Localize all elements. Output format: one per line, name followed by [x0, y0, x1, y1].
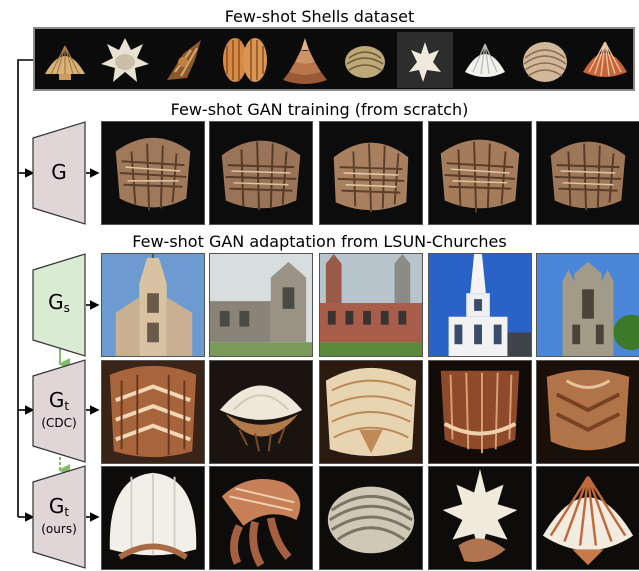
cdc-sample-4	[428, 360, 532, 464]
generator-gt-ours-letter: G	[49, 494, 65, 518]
source-image-2	[209, 253, 313, 357]
generator-gt-cdc-note: (CDC)	[33, 416, 85, 430]
cdc-sample-2	[209, 360, 313, 464]
source-image-1	[101, 253, 205, 357]
scratch-sample-3	[319, 121, 423, 225]
ours-sample-5	[536, 466, 639, 570]
generator-gt-ours-subscript: t	[64, 505, 69, 519]
cdc-sample-5	[536, 360, 639, 464]
cdc-sample-1	[101, 360, 205, 464]
scratch-sample-2	[209, 121, 313, 225]
generator-gs: Gs	[33, 254, 85, 356]
generator-gt-cdc: Gt (CDC)	[33, 360, 85, 462]
generator-gt-ours-note: (ours)	[33, 522, 85, 536]
scratch-sample-5	[536, 121, 639, 225]
scratch-sample-4	[428, 121, 532, 225]
source-image-5	[536, 253, 639, 357]
generator-gs-letter: G	[48, 290, 64, 314]
generator-gt-ours: Gt (ours)	[33, 466, 85, 568]
ours-sample-1	[101, 466, 205, 570]
generator-gt-cdc-letter: G	[49, 388, 65, 412]
ours-sample-3	[319, 466, 423, 570]
cdc-sample-3	[319, 360, 423, 464]
source-image-4	[428, 253, 532, 357]
scratch-sample-1	[101, 121, 205, 225]
generator-gs-subscript: s	[64, 301, 70, 315]
generator-gt-cdc-subscript: t	[64, 399, 69, 413]
ours-sample-2	[209, 466, 313, 570]
source-image-3	[319, 253, 423, 357]
generator-g: G	[33, 122, 85, 224]
ours-sample-4	[428, 466, 532, 570]
generator-g-letter: G	[51, 160, 67, 184]
